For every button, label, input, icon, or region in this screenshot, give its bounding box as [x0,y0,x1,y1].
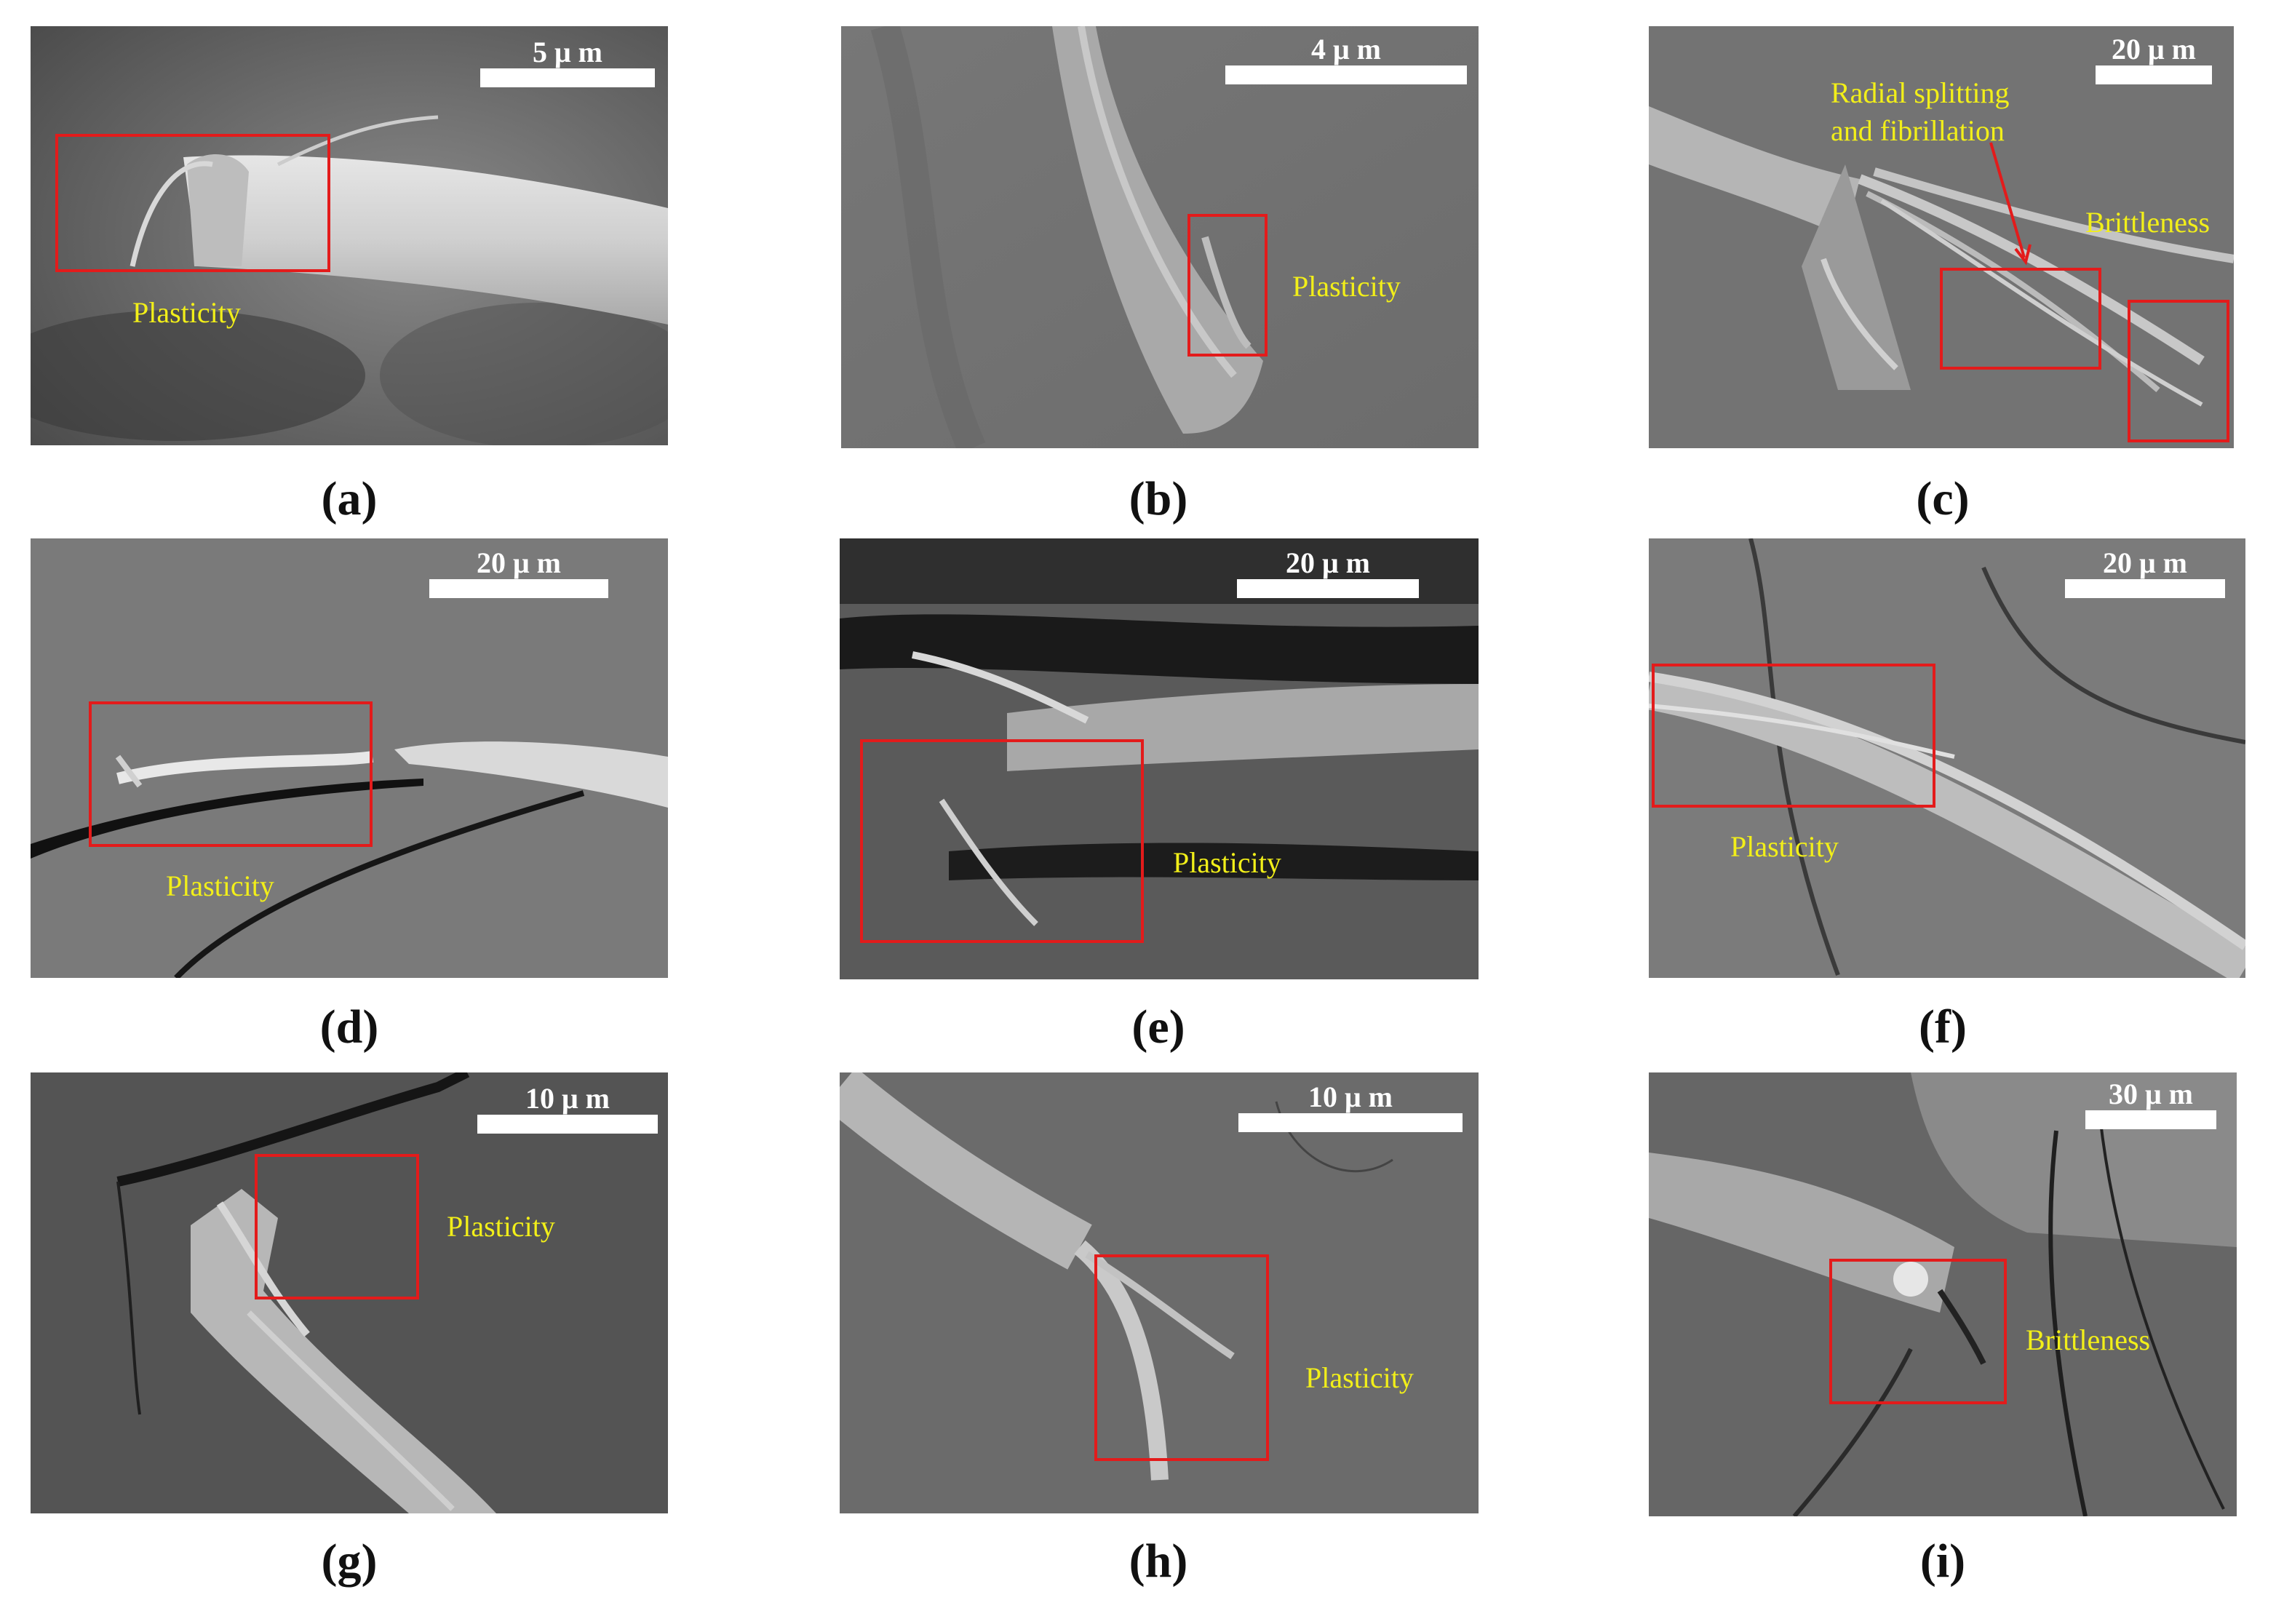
scale-bar-line [480,68,655,87]
panel-label-g: (g) [321,1535,378,1588]
scale-bar: 20 μ m [429,547,608,598]
panel-label-i: (i) [1919,1535,1966,1588]
highlight-box [860,739,1144,943]
scale-bar: 20 μ m [1237,547,1419,598]
scale-bar-line [2096,65,2212,84]
sem-micrograph-h [840,1072,1479,1513]
annotation-plasticity: Plasticity [1305,1361,1414,1394]
panel-label-b: (b) [1129,472,1188,525]
annotation-brittleness: Brittleness [2026,1324,2151,1356]
highlight-box [1829,1259,2007,1404]
annotation-plasticity: Plasticity [447,1210,555,1243]
sem-image-a: 5 μ m Plasticity [31,26,668,445]
highlight-box [55,134,330,272]
scale-bar-line [2065,579,2225,598]
panel-label-e: (e) [1131,1000,1185,1054]
highlight-box [1187,214,1268,357]
annotation-brittleness: Brittleness [2085,206,2211,239]
sem-image-f: 20 μ m Plasticity [1649,538,2245,978]
annotation-plasticity: Plasticity [1292,270,1401,303]
annotation-fibrillation: and fibrillation [1831,114,2005,147]
sem-image-h: 10 μ m Plasticity [840,1072,1479,1513]
scale-bar-line [2085,1110,2216,1129]
panel-label-a: (a) [321,472,378,525]
sem-image-b: 4 μ m Plasticity [841,26,1479,448]
scale-bar: 10 μ m [1238,1081,1463,1132]
scale-bar-line [1238,1113,1463,1132]
panel-label-c: (c) [1916,472,1970,525]
scale-bar-line [1225,65,1467,84]
scale-bar-line [477,1115,658,1134]
scale-bar-label: 20 μ m [477,546,561,579]
sem-image-c: 20 μ m Radial splitting and fibrillation… [1649,26,2234,448]
sem-micrograph-f [1649,538,2245,978]
sem-image-i: 30 μ m Brittleness [1649,1072,2237,1516]
highlight-box [1652,664,1935,808]
highlight-box [1940,268,2101,370]
scale-bar: 20 μ m [2065,547,2225,598]
sem-micrograph-b [841,26,1479,448]
panel-label-d: (d) [319,1000,379,1054]
annotation-plasticity: Plasticity [1730,830,1839,863]
panel-label-f: (f) [1919,1000,1967,1054]
sem-image-e: 20 μ m Plasticity [840,538,1479,979]
highlight-box [89,701,373,847]
scale-bar-label: 5 μ m [533,36,602,68]
highlight-box [255,1154,419,1299]
scale-bar-label: 20 μ m [1286,546,1370,579]
scale-bar: 30 μ m [2085,1078,2216,1129]
sem-image-d: 20 μ m Plasticity [31,538,668,978]
annotation-plasticity: Plasticity [132,296,241,329]
sem-micrograph-c [1649,26,2234,448]
sem-micrograph-e [840,538,1479,979]
scale-bar: 20 μ m [2096,33,2212,84]
scale-bar: 4 μ m [1225,33,1467,84]
annotation-radial-splitting: Radial splitting [1831,76,2010,109]
scale-bar-label: 4 μ m [1311,33,1381,65]
sem-image-g: 10 μ m Plasticity [31,1072,668,1513]
annotation-plasticity: Plasticity [166,869,274,902]
sem-micrograph-a [31,26,668,445]
arrow-head [2014,244,2032,266]
scale-bar-label: 10 μ m [1308,1080,1393,1113]
panel-label-h: (h) [1129,1535,1188,1588]
scale-bar-line [429,579,608,598]
scale-bar-label: 30 μ m [2109,1078,2193,1110]
sem-micrograph-d [31,538,668,978]
scale-bar-label: 20 μ m [2112,33,2196,65]
annotation-plasticity: Plasticity [1173,846,1281,879]
sem-micrograph-g [31,1072,668,1513]
scale-bar-label: 10 μ m [525,1082,610,1115]
scale-bar-line [1237,579,1419,598]
highlight-box [2128,300,2229,442]
scale-bar: 10 μ m [477,1083,658,1134]
scale-bar-label: 20 μ m [2103,546,2187,579]
highlight-box [1094,1254,1269,1461]
sem-micrograph-i [1649,1072,2237,1516]
scale-bar: 5 μ m [480,36,655,87]
arrow-line [1989,142,2026,258]
